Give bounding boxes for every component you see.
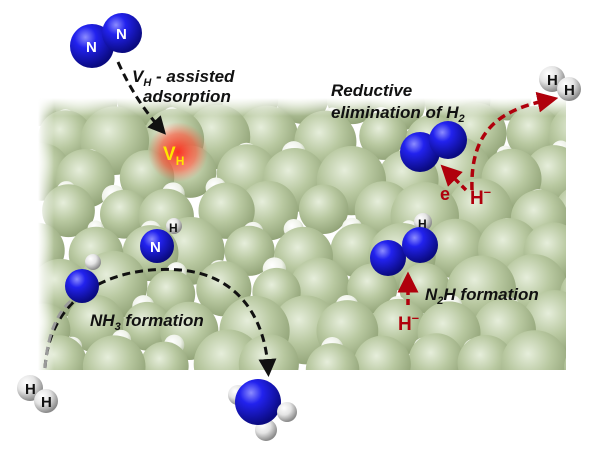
metal-atom [224,225,275,276]
metal-atom [305,343,360,370]
nh3-formation-label: NH3 formation [90,311,204,333]
metal-atom [238,334,299,370]
metal-atom [198,182,255,239]
metal-atom [353,335,411,370]
svg-text:H: H [25,381,36,398]
metal-atom [564,357,566,370]
hydride-atom [599,145,604,161]
hydride-label: H– [470,184,491,209]
metal-atom [408,333,465,370]
elimination-label: elimination of H2 [331,103,465,125]
n-atom-label: N [86,39,97,56]
electron-transfer-arrow [440,164,468,192]
hydride-atom [552,374,574,396]
svg-text:H: H [547,72,558,89]
n2-gas-molecule: N N [70,13,142,68]
metal-atom [501,330,566,370]
nh3-formation-arrow [43,267,277,377]
n-atom-label: N [116,26,127,43]
h2-elimination-arrow [470,91,559,191]
svg-text:H: H [41,394,52,411]
hydride-atom [576,335,592,351]
surface-fade-top [38,98,566,116]
hydride-atom [181,375,203,397]
h2-reactant-molecule: H H [17,375,58,413]
metal-atom [347,263,398,314]
hydrogen-vacancy: VH [148,122,208,182]
hydride-atom [597,219,604,243]
hydride-label: H– [398,310,419,335]
nh-intermediate: H N [140,218,182,263]
n-atom-label: N [150,239,161,256]
vacancy-label: VH [163,144,184,168]
hydride-atom [575,186,592,203]
metal-atom [457,334,514,370]
vh-assisted-label: VH - assisted [132,67,235,89]
h-atom-label: H [169,221,178,235]
nh2-intermediate [65,254,101,303]
svg-text:H: H [564,82,575,99]
reductive-label: Reductive [331,81,412,100]
hydride-atom [348,381,366,399]
h2-product-molecule: H H [539,66,581,101]
metal-atom [139,341,189,370]
metal-atom [100,189,149,239]
vacancy-glow [148,122,208,182]
hydride-atom [81,371,97,387]
metal-atom [122,301,172,351]
metal-atom [298,184,349,235]
hydride-atom [129,374,149,394]
adsorption-arrow [116,61,166,135]
metal-atom [42,184,95,238]
adsorbed-n2 [400,121,467,172]
hydride-atom [286,373,308,395]
metal-hydride-surface [38,98,604,399]
hydride-atom [450,370,474,394]
metal-atom [560,277,566,310]
surface-fade-left [38,98,54,370]
h-atom-label: H [418,217,427,231]
n2h-intermediate: H [370,213,438,276]
hydride-atom [396,371,419,394]
hydride-atom [569,263,586,280]
hydride-atom [503,371,526,394]
metal-atom [82,335,146,370]
hydride-atom [582,106,604,129]
electron-label: e [440,184,450,204]
metal-atom [359,111,408,160]
n2h-formation-label: N2H formation [425,285,539,307]
adsorption-label: adsorption [143,87,231,106]
nh3-product-molecule [228,379,297,441]
